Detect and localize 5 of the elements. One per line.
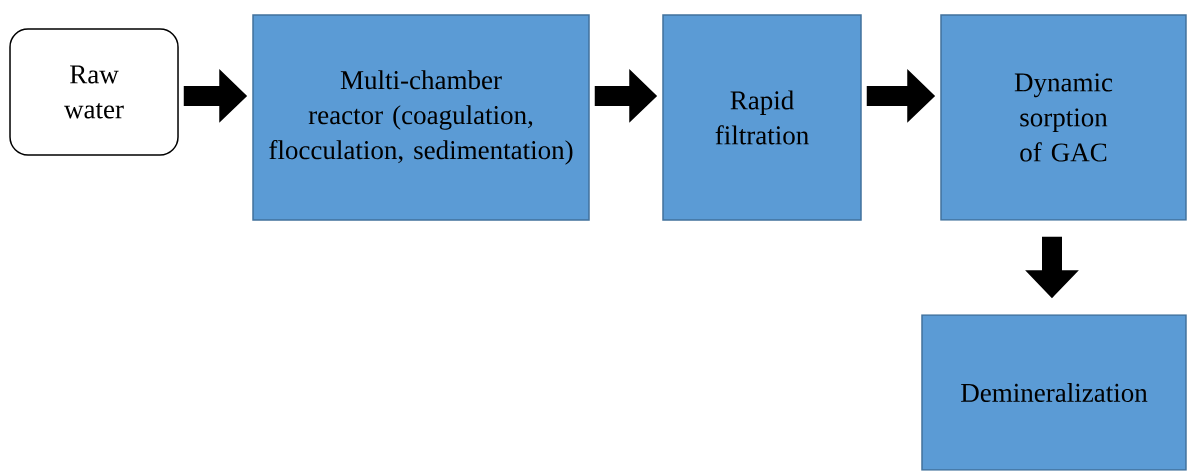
process-box: Demineralization xyxy=(921,314,1187,471)
process-box: Rapid filtration xyxy=(662,14,862,221)
process-box: Dynamic sorption of GAC xyxy=(940,14,1187,221)
process-box: Multi-chamber reactor (coagulation, flocculation, sedimentation) xyxy=(252,14,590,221)
start-box: Raw water xyxy=(9,28,179,156)
